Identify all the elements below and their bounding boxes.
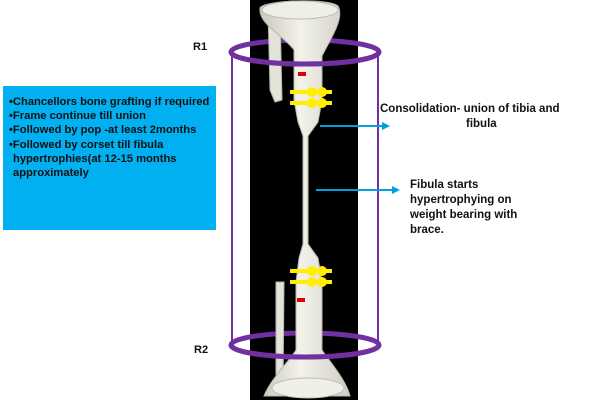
consolidation-text-line1: Consolidation- union of tibia and [380, 103, 560, 115]
treatment-step: Followed by pop -at least 2months [9, 123, 210, 137]
arrow-consolidation [320, 122, 390, 130]
consolidation-annotation: Consolidation- union of tibia and fibula [380, 102, 594, 132]
treatment-step: Chancellors bone grafting if required [9, 95, 210, 109]
wire-clamps-top [290, 87, 332, 108]
treatment-step: Frame continue till union [9, 109, 210, 123]
ring-label-r2: R2 [194, 344, 209, 356]
treatment-steps-list: Chancellors bone grafting if required Fr… [9, 95, 210, 180]
marker-bottom [297, 298, 305, 302]
treatment-step: Followed by corset till fibula hypertrop… [9, 138, 210, 181]
tibial-plateau [261, 0, 339, 20]
ring-bottom [228, 344, 382, 360]
ring-top [228, 51, 382, 67]
arrow-fibula [316, 186, 400, 194]
treatment-info-panel: Chancellors bone grafting if required Fr… [3, 86, 216, 230]
wire-clamps-bottom [290, 266, 332, 287]
marker-top [298, 72, 306, 76]
malleolus [271, 377, 345, 399]
consolidation-text-line2: fibula [466, 118, 497, 130]
ring-label-r1: R1 [193, 41, 208, 53]
fibula-annotation: Fibula starts hypertrophying on weight b… [410, 179, 518, 236]
